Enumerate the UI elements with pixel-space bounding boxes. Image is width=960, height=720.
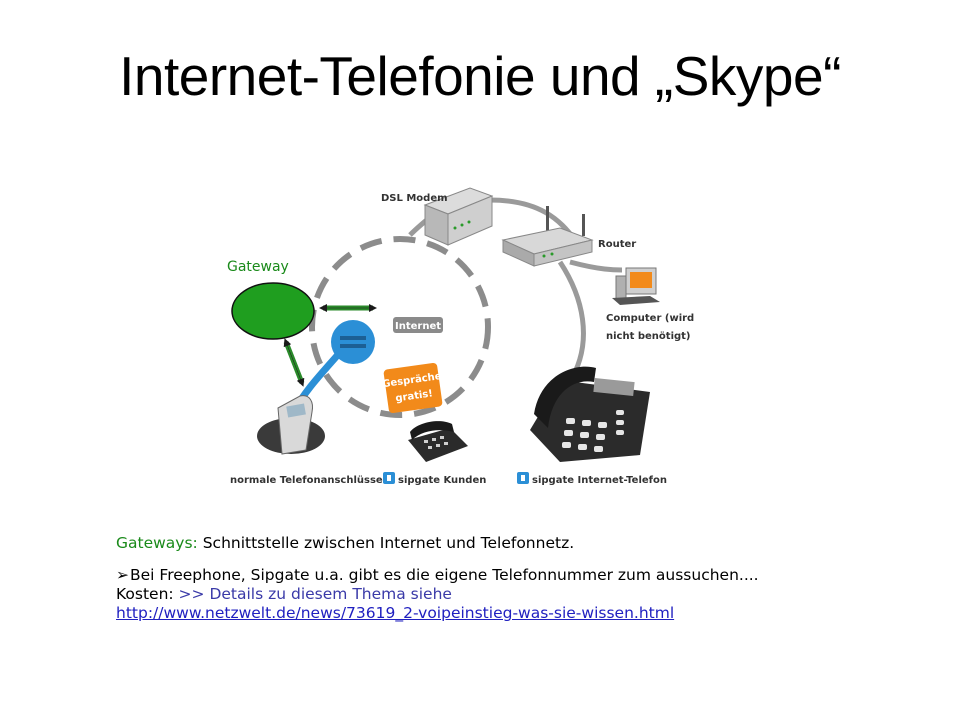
gateways-prefix: Gateways: — [116, 534, 198, 552]
bullet-paragraph: ➢Bei Freephone, Sipgate u.a. gibt es die… — [116, 566, 916, 585]
sipgate-internet-phone — [530, 366, 650, 462]
gateway-label: Gateway — [227, 259, 289, 275]
computer-label-line1: Computer (wird — [606, 313, 694, 324]
internet-cloud — [309, 236, 491, 418]
computer-label-line2: nicht benötigt) — [606, 331, 691, 342]
explanation-text: Gateways: Schnittstelle zwischen Interne… — [116, 534, 916, 623]
sipgate-customer-phone — [408, 421, 468, 462]
phone-normal-label: normale Telefonanschlüsse — [230, 475, 383, 486]
sipgate-phone-label: sipgate Internet-Telefon — [532, 475, 667, 486]
computer — [612, 267, 660, 305]
cost-paragraph: Kosten: >> Details zu diesem Thema siehe — [116, 585, 916, 604]
gateway-node — [231, 282, 315, 340]
dsl-modem — [423, 187, 494, 246]
internet-label: Internet — [395, 321, 441, 332]
slide-title: Internet-Telefonie und „Skype“ — [119, 45, 841, 107]
url-paragraph: http://www.netzwelt.de/news/73619_2-voip… — [116, 604, 916, 623]
cable-router-computer — [569, 259, 623, 273]
gateways-body: Schnittstelle zwischen Internet und Tele… — [197, 534, 575, 552]
sipgate-customers-label: sipgate Kunden — [398, 475, 486, 486]
sipgate-logo-large — [517, 472, 529, 484]
free-calls-line2: gratis! — [395, 388, 434, 404]
cordless-phone — [257, 395, 325, 455]
dsl-modem-label: DSL Modem — [381, 193, 448, 204]
gateways-paragraph: Gateways: Schnittstelle zwischen Interne… — [116, 534, 916, 553]
sipgate-logo-small — [383, 472, 395, 484]
cable-router-phone — [557, 260, 586, 374]
cost-body: >> Details zu diesem Thema siehe — [173, 585, 452, 603]
router — [501, 206, 594, 267]
blue-network-node — [331, 320, 375, 364]
arrow-bullet-icon: ➢ — [116, 566, 129, 584]
cost-prefix: Kosten: — [116, 585, 174, 603]
internet-tag: Internet — [393, 317, 443, 333]
free-calls-badge: Gespräche gratis! — [382, 362, 442, 414]
router-label: Router — [598, 239, 636, 250]
bullet-text: Bei Freephone, Sipgate u.a. gibt es die … — [130, 566, 759, 584]
details-link[interactable]: http://www.netzwelt.de/news/73619_2-voip… — [116, 604, 675, 622]
